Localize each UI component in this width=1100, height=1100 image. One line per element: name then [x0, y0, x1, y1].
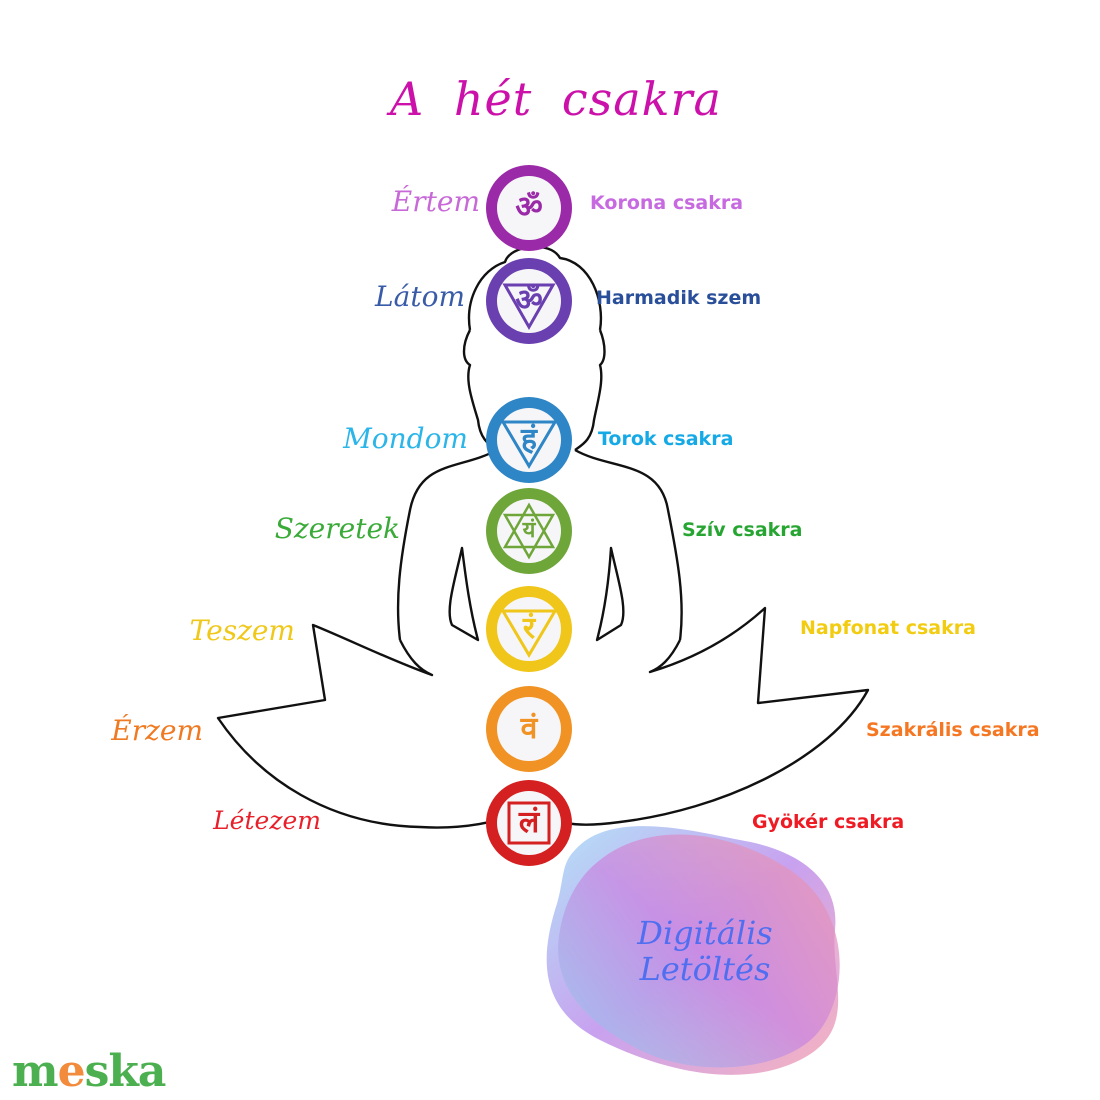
solar-plexus-chakra-icon: रं	[486, 586, 572, 672]
page-title: A hét csakra	[390, 72, 722, 126]
crown-chakra-icon: ॐ	[486, 165, 572, 251]
chakra-name: Harmadik szem	[596, 287, 762, 309]
chakra-name: Szív csakra	[682, 519, 803, 541]
verb-label: Mondom	[343, 422, 468, 455]
vam-symbol-icon: वं	[520, 711, 538, 746]
meska-logo: meska	[12, 1046, 167, 1097]
root-chakra-icon: लं	[486, 780, 572, 866]
logo-part: ska	[84, 1046, 167, 1097]
ram-symbol-icon: रं	[522, 611, 536, 646]
verb-label: Értem	[391, 185, 480, 218]
badge-line-1: Digitális	[637, 914, 773, 952]
sacral-chakra-icon: वं	[486, 686, 572, 772]
chakra-name: Torok csakra	[598, 428, 734, 450]
chakra-name: Szakrális csakra	[866, 719, 1040, 741]
chakra-name: Napfonat csakra	[800, 617, 976, 639]
om-symbol-icon: ॐ	[515, 283, 543, 318]
chakra-name: Gyökér csakra	[752, 811, 905, 833]
third-eye-chakra-icon: ॐ	[486, 258, 572, 344]
verb-label: Látom	[375, 280, 465, 313]
ham-symbol-icon: हं	[521, 422, 537, 457]
chakra-name: Korona csakra	[590, 192, 744, 214]
digital-download-badge: Digitális Letöltés	[560, 915, 850, 987]
heart-chakra-icon: यं	[486, 488, 572, 574]
throat-chakra-icon: हं	[486, 397, 572, 483]
verb-label: Érzem	[111, 714, 203, 747]
badge-line-2: Letöltés	[639, 950, 771, 988]
verb-label: Szeretek	[274, 512, 400, 545]
yam-symbol-icon: यं	[522, 518, 536, 543]
verb-label: Létezem	[213, 806, 321, 835]
logo-accent-letter: e	[57, 1046, 86, 1097]
lam-symbol-icon: लं	[518, 805, 540, 840]
digital-download-badge-shape	[546, 826, 840, 1075]
verb-label: Teszem	[189, 614, 295, 647]
logo-part: m	[12, 1046, 59, 1097]
om-symbol-icon: ॐ	[515, 190, 543, 225]
